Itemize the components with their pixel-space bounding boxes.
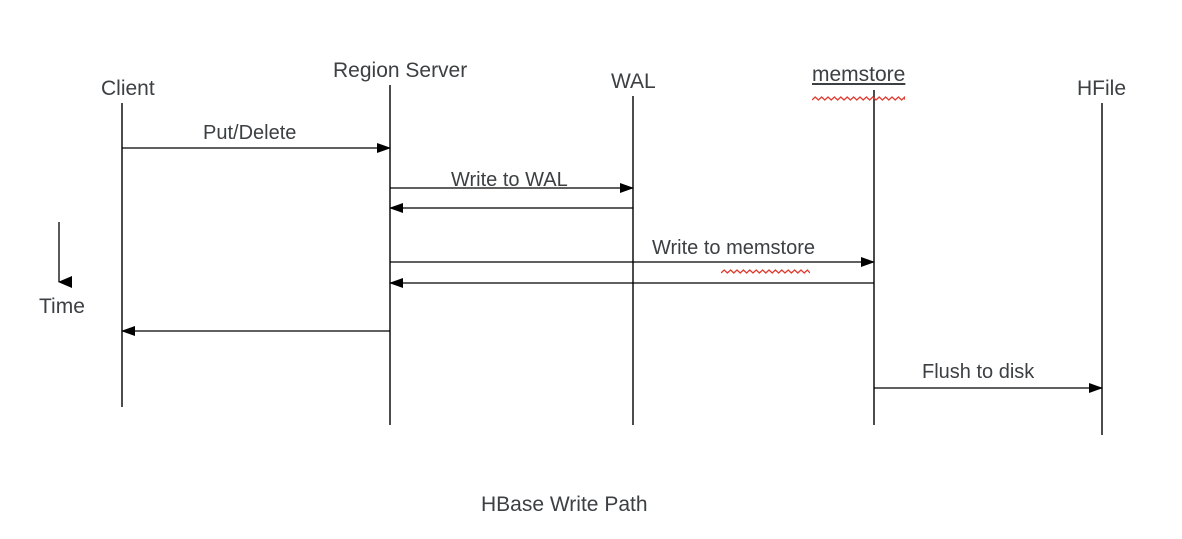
lifeline-label-memstore: memstore <box>812 63 906 86</box>
lifeline-label-client: Client <box>101 77 155 100</box>
message-label-write-to-memstore: Write to memstore <box>652 237 815 259</box>
lifeline-lines <box>121 85 1103 435</box>
message-label-flush-to-disk: Flush to disk <box>922 361 1035 383</box>
lifeline-label-wal: WAL <box>611 70 656 93</box>
diagram-caption: HBase Write Path <box>481 493 648 516</box>
message-label-put-delete: Put/Delete <box>203 122 297 144</box>
time-axis-label: Time <box>39 295 85 318</box>
lifeline-label-hfile: HFile <box>1077 77 1127 100</box>
message-arrows <box>121 143 1103 393</box>
message-label-write-to-wal: Write to WAL <box>451 169 568 191</box>
lifeline-label-region-server: Region Server <box>333 59 468 82</box>
